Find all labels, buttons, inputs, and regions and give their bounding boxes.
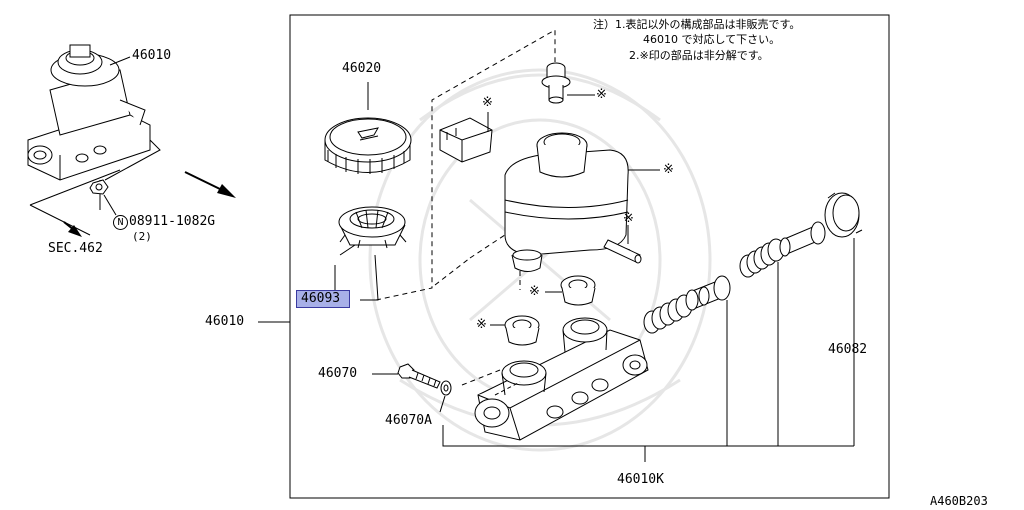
mark-grommet-upper: ※	[529, 284, 540, 299]
label-diagram-code: A460B203	[930, 494, 988, 508]
n-circle-icon: N	[113, 215, 128, 230]
sec-arrow	[63, 221, 82, 237]
label-reservoir-cap[interactable]: 46020	[342, 61, 382, 76]
label-assembly-main[interactable]: 46010	[205, 314, 245, 329]
reservoir-seal	[439, 117, 493, 163]
label-assembly-top[interactable]: 46010	[132, 48, 172, 63]
small-assembly-drawing	[27, 44, 151, 181]
assembly-frame	[289, 14, 890, 499]
label-bolt[interactable]: 46070	[318, 366, 358, 381]
nut-part-number: 08911-1082G	[129, 214, 216, 229]
grommet-upper	[560, 275, 596, 306]
mark-grommet-lower: ※	[476, 317, 487, 332]
label-washer[interactable]: 46070A	[385, 413, 432, 428]
reservoir-tank	[504, 132, 629, 272]
direction-arrow	[184, 171, 236, 198]
note-line-1: 注）1.表記以外の構成部品は非販売です。	[593, 18, 801, 31]
mounting-bolt	[397, 363, 441, 389]
label-nut-qty: (2)	[132, 230, 152, 243]
union-fitting	[541, 62, 571, 104]
retainer-pin	[603, 239, 642, 264]
label-repair-kit[interactable]: 46010K	[617, 472, 664, 487]
washer-leader	[439, 395, 446, 413]
kit-leader-lines	[258, 238, 855, 462]
grommet-lower	[504, 315, 540, 346]
spring-primary	[643, 294, 693, 334]
small-nut	[89, 179, 109, 195]
note-line-3: 2.※印の部品は非分解です。	[629, 49, 769, 62]
nut-leader	[103, 194, 117, 216]
spring-secondary	[739, 238, 785, 278]
washer	[440, 380, 452, 396]
piston-cup-ring	[824, 192, 863, 238]
small-assembly-leaders	[29, 56, 161, 236]
label-section-ref[interactable]: SEC.462	[48, 241, 103, 256]
reservoir-cap	[324, 117, 412, 174]
piston-primary	[685, 275, 731, 311]
reservoir-cap-short-leader	[494, 381, 521, 396]
cylinder-body	[474, 317, 649, 441]
piston-secondary	[779, 221, 826, 257]
label-filter-highlighted[interactable]: 46093	[296, 290, 350, 308]
mark-tank: ※	[663, 162, 674, 177]
note-line-2: 46010 で対応して下さい。	[643, 33, 781, 46]
mark-seal: ※	[482, 95, 493, 110]
filter-strainer	[338, 206, 407, 249]
label-piston-kit[interactable]: 46082	[828, 342, 868, 357]
mark-fitting: ※	[596, 87, 607, 102]
mark-pin: ※	[623, 211, 634, 226]
